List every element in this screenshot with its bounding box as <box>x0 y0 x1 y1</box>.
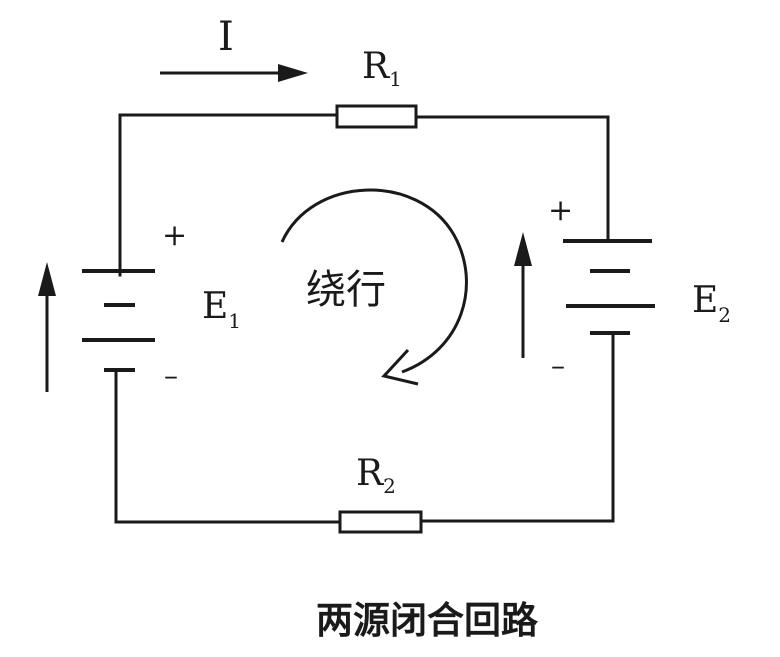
e1-plus-sign: + <box>162 218 187 253</box>
resistor-r1 <box>335 104 418 129</box>
current-arrow <box>160 64 308 82</box>
r1-label: R1 <box>362 46 402 91</box>
e2-direction-arrow <box>514 232 532 358</box>
top-wire <box>118 113 610 277</box>
bottom-wire <box>114 331 615 524</box>
resistor-r2 <box>338 510 423 534</box>
r2-label: R2 <box>356 453 396 498</box>
battery-e2 <box>563 239 655 335</box>
loop-label: 绕行 <box>306 267 386 313</box>
e2-label: E2 <box>692 280 731 327</box>
battery-e1 <box>82 269 155 372</box>
current-label: I <box>218 14 234 60</box>
e1-label: E1 <box>202 286 241 333</box>
e1-direction-arrow <box>38 262 56 392</box>
e2-plus-sign: + <box>548 193 573 228</box>
e2-minus-sign: – <box>551 349 565 382</box>
figure-caption: 两源闭合回路 <box>316 599 539 642</box>
circulation-arrow-icon <box>280 188 468 386</box>
e1-minus-sign: – <box>164 359 178 392</box>
